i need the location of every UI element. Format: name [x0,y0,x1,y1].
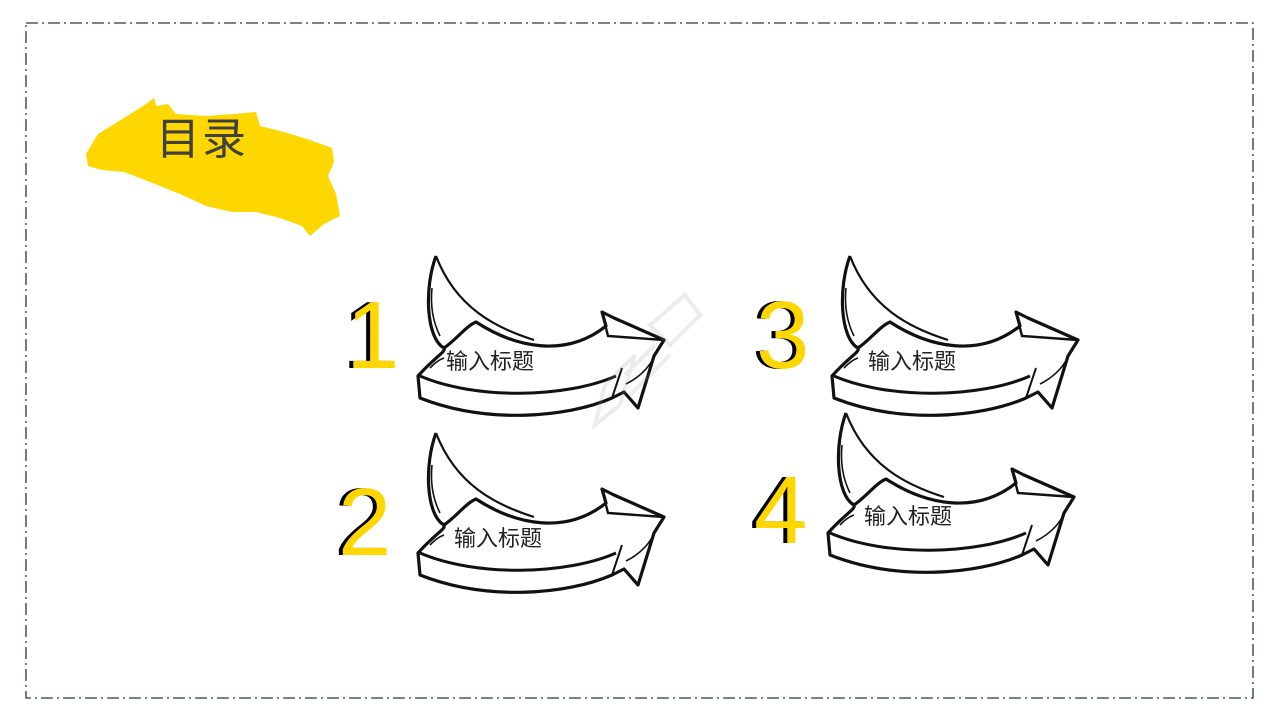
watermark-logo-icon [591,292,703,431]
toc-item-1[interactable]: 1 1 输入标题 [338,248,698,428]
item-label[interactable]: 输入标题 [864,505,953,530]
item-label[interactable]: 输入标题 [446,350,535,375]
curved-arrow-icon [416,431,666,594]
item-number: 2 2 [334,469,392,576]
slide-border [25,22,1254,699]
toc-item-4[interactable]: 4 4 输入标题 [748,405,1108,585]
item-label[interactable]: 输入标题 [868,350,957,375]
item-number: 3 3 [752,282,810,389]
item-number: 1 1 [342,282,400,389]
toc-item-3[interactable]: 3 3 输入标题 [752,248,1112,428]
yellow-brush-highlight [86,98,340,236]
item-number: 4 4 [750,457,808,564]
item-label[interactable]: 输入标题 [454,527,543,552]
curved-arrow-icon [830,254,1080,417]
page-title: 目录 [156,114,248,165]
curved-arrow-icon [826,411,1076,574]
toc-item-2[interactable]: 2 2 输入标题 [334,425,698,605]
